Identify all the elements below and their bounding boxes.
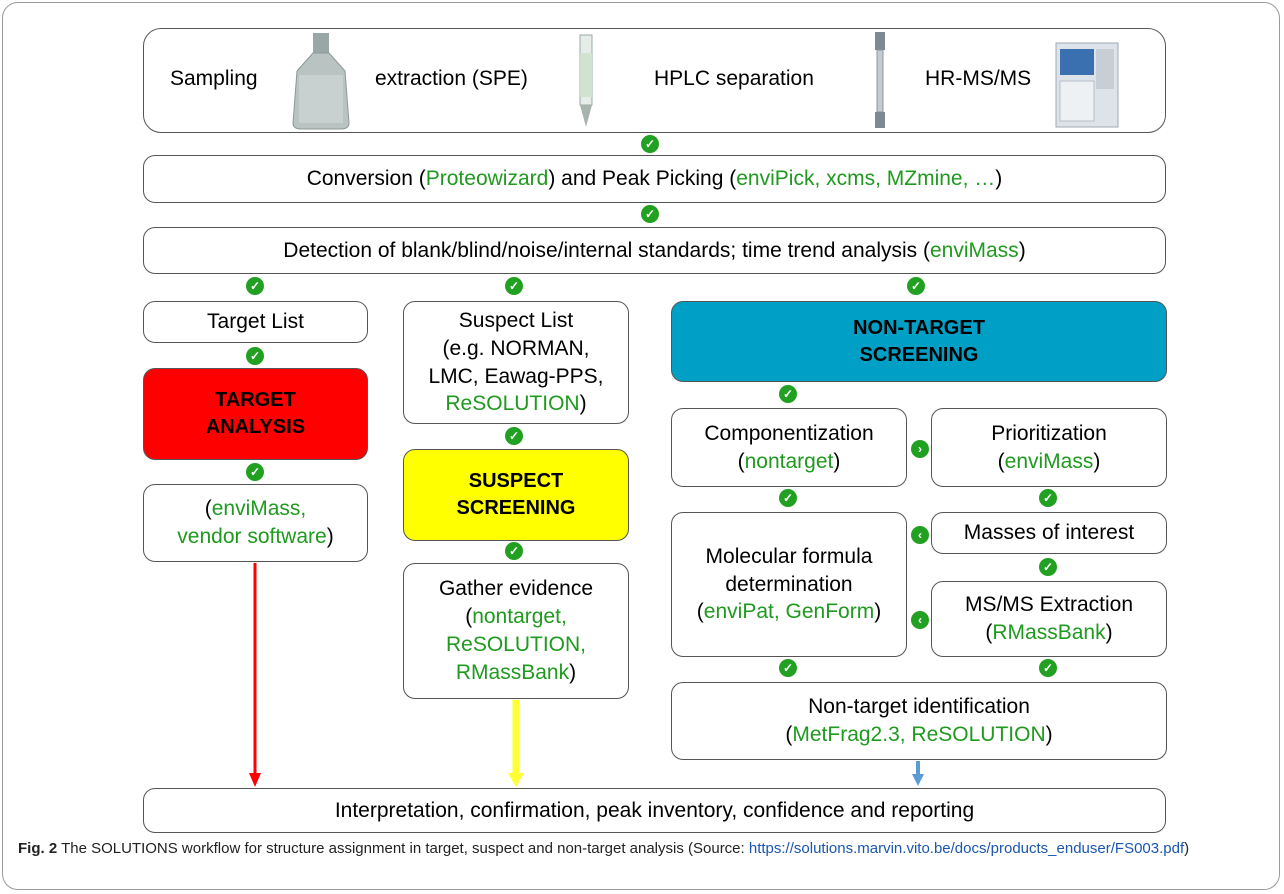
check-down-icon: ✓ bbox=[505, 542, 523, 560]
detection-text-a: Detection of blank/blind/noise/internal … bbox=[283, 238, 930, 262]
interpretation-step: Interpretation, confirmation, peak inven… bbox=[143, 788, 1166, 833]
check-down-icon: ✓ bbox=[779, 385, 797, 403]
non-target-identification: Non-target identification(MetFrag2.3, Re… bbox=[671, 682, 1167, 760]
prioritization: Prioritization(enviMass) bbox=[931, 408, 1167, 487]
check-down-icon: ✓ bbox=[505, 277, 523, 295]
sampling-label: Sampling bbox=[170, 67, 258, 90]
proteowizard-tool: Proteowizard bbox=[425, 167, 549, 191]
check-down-icon: ✓ bbox=[907, 277, 925, 295]
suspect-list: Suspect List(e.g. NORMAN,LMC, Eawag-PPS,… bbox=[403, 301, 629, 424]
bottle-icon bbox=[292, 33, 350, 130]
check-right-icon: › bbox=[911, 440, 929, 458]
check-down-icon: ✓ bbox=[1039, 558, 1057, 576]
envimass-tool: enviMass bbox=[929, 238, 1019, 262]
hplc-column-icon bbox=[875, 32, 885, 128]
target-list: Target List bbox=[143, 301, 368, 343]
conversion-step: Conversion (Proteowizard) and Peak Picki… bbox=[143, 155, 1166, 203]
detection-step: Detection of blank/blind/noise/internal … bbox=[143, 227, 1166, 274]
check-down-icon: ✓ bbox=[246, 277, 264, 295]
masses-of-interest: Masses of interest bbox=[931, 512, 1167, 554]
extraction-label: extraction (SPE) bbox=[375, 67, 528, 90]
msms-extraction: MS/MS Extraction(RMassBank) bbox=[931, 581, 1167, 657]
mass-spectrometer-icon bbox=[1055, 42, 1119, 128]
check-down-icon: ✓ bbox=[641, 135, 659, 153]
check-left-icon: ‹ bbox=[911, 611, 929, 629]
componentization: Componentization(nontarget) bbox=[671, 408, 907, 487]
conversion-text-e: ) bbox=[995, 167, 1003, 191]
check-down-icon: ✓ bbox=[246, 463, 264, 481]
hplc-label: HPLC separation bbox=[654, 67, 814, 90]
target-arrow bbox=[249, 563, 261, 787]
suspect-arrow bbox=[508, 700, 524, 787]
check-down-icon: ✓ bbox=[1039, 659, 1057, 677]
source-link[interactable]: https://solutions.marvin.vito.be/docs/pr… bbox=[748, 840, 1185, 857]
caption-text: The SOLUTIONS workflow for structure ass… bbox=[57, 840, 749, 857]
detection-text-c: ) bbox=[1018, 238, 1026, 262]
peak-picking-tools: enviPick, xcms, MZmine, … bbox=[736, 167, 996, 191]
conversion-text-c: ) and Peak Picking ( bbox=[548, 167, 737, 191]
nontarget-arrow bbox=[912, 761, 924, 786]
target-tools: (enviMass,vendor software) bbox=[143, 484, 368, 562]
hrms-label: HR-MS/MS bbox=[925, 67, 1032, 90]
caption-close: ) bbox=[1184, 840, 1190, 857]
check-down-icon: ✓ bbox=[1039, 489, 1057, 507]
figure-number: Fig. 2 bbox=[18, 840, 58, 857]
gather-evidence: Gather evidence(nontarget,ReSOLUTION,RMa… bbox=[403, 563, 629, 699]
check-down-icon: ✓ bbox=[779, 489, 797, 507]
check-down-icon: ✓ bbox=[505, 427, 523, 445]
check-down-icon: ✓ bbox=[779, 659, 797, 677]
check-down-icon: ✓ bbox=[641, 205, 659, 223]
check-down-icon: ✓ bbox=[246, 347, 264, 365]
check-left-icon: ‹ bbox=[911, 526, 929, 544]
spe-cartridge-icon bbox=[579, 34, 593, 127]
conversion-text-a: Conversion ( bbox=[306, 167, 426, 191]
figure-caption: Fig. 2 The SOLUTIONS workflow for struct… bbox=[18, 838, 1268, 859]
